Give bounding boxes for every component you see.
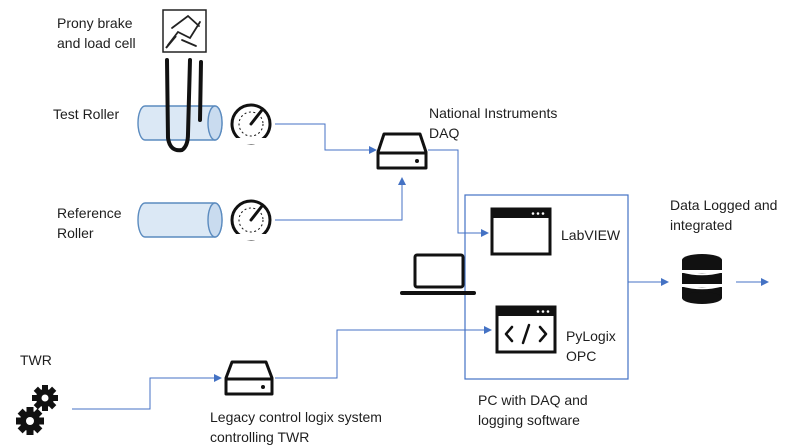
pylogix-label-line2: OPC	[566, 348, 597, 364]
pc-label: PC with DAQ and logging software	[478, 390, 588, 430]
pylogix-code-window-icon	[495, 305, 557, 354]
test-roller-label-text: Test Roller	[53, 106, 120, 122]
gears-icon	[16, 385, 58, 435]
ni-daq-label-line2: DAQ	[429, 125, 460, 141]
ni-daq-label: National Instruments DAQ	[429, 103, 557, 143]
test-roller-to-daq-line	[275, 123, 377, 154]
reference-roller-label-line2: Roller	[57, 225, 94, 241]
laptop-icon	[400, 253, 476, 295]
reference-roller-label-line1: Reference	[57, 205, 122, 221]
pylogix-label: PyLogix OPC	[566, 326, 616, 366]
ref-roller-to-daq-line	[275, 177, 406, 221]
data-logged-label-line2: integrated	[670, 217, 733, 233]
prony-brake-icon	[162, 9, 207, 53]
prony-strap-right-icon	[198, 60, 203, 122]
prony-brake-label-line1: Prony brake	[57, 15, 133, 31]
twr-to-legacy-line	[72, 374, 222, 410]
pc-box	[464, 194, 629, 380]
data-logged-label: Data Logged and integrated	[670, 195, 777, 235]
reference-roller-icon	[137, 202, 223, 238]
database-icon	[681, 254, 723, 304]
prony-brake-label: Prony brake and load cell	[57, 13, 136, 53]
labview-window-icon	[490, 207, 552, 256]
legacy-system-label-line2: controlling TWR	[210, 429, 310, 445]
labview-label-text: LabVIEW	[561, 227, 621, 243]
test-roller-label: Test Roller	[53, 104, 119, 124]
legacy-drive-icon	[224, 360, 274, 396]
legacy-system-label: Legacy control logix system controlling …	[210, 407, 382, 447]
reference-roller-gauge-icon	[230, 199, 272, 241]
test-roller-gauge-icon	[230, 103, 272, 145]
pc-label-line1: PC with DAQ and	[478, 392, 588, 408]
legacy-system-label-line1: Legacy control logix system	[210, 409, 382, 425]
prony-brake-label-line2: and load cell	[57, 35, 136, 51]
twr-label: TWR	[20, 350, 52, 370]
daq-to-labview-line	[428, 149, 489, 237]
pylogix-label-line1: PyLogix	[566, 328, 616, 344]
labview-label: LabVIEW	[561, 225, 620, 245]
test-roller-icon	[137, 105, 223, 141]
ni-daq-label-line1: National Instruments	[429, 105, 558, 121]
twr-label-text: TWR	[20, 352, 52, 368]
legacy-to-pylogix-line	[275, 326, 492, 379]
data-logged-label-line1: Data Logged and	[670, 197, 778, 213]
reference-roller-label: Reference Roller	[57, 203, 122, 243]
pc-label-line2: logging software	[478, 412, 580, 428]
daq-drive-icon	[376, 132, 428, 170]
prony-strap-icon	[165, 58, 192, 153]
